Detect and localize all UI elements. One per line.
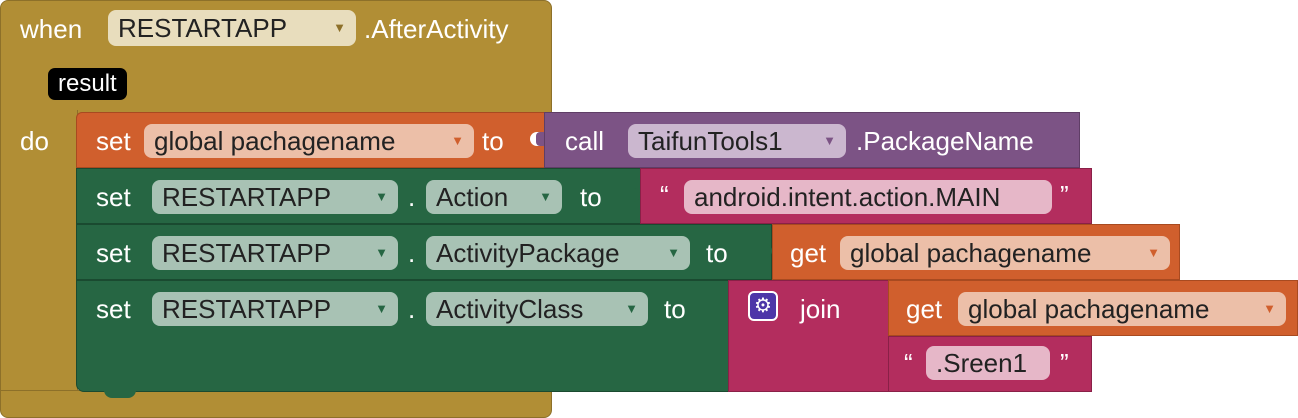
keyword-to: to	[580, 182, 602, 212]
variable-dropdown[interactable]: global pachagename ▼	[840, 236, 1170, 270]
chevron-down-icon: ▼	[375, 301, 388, 316]
chevron-down-icon: ▼	[823, 133, 836, 148]
keyword-to: to	[482, 126, 504, 156]
plug-connector	[536, 132, 544, 146]
dot-separator: .	[408, 238, 416, 268]
property-dropdown-label: ActivityClass	[436, 294, 584, 324]
property-dropdown[interactable]: ActivityPackage ▼	[426, 236, 690, 270]
text-value-field[interactable]: .Sreen1	[926, 346, 1050, 380]
component-dropdown[interactable]: RESTARTAPP ▼	[152, 180, 398, 214]
keyword-set: set	[96, 238, 131, 268]
chevron-down-icon: ▼	[1263, 301, 1276, 316]
keyword-call: call	[565, 126, 605, 156]
event-block-bottom-bar	[0, 390, 552, 418]
text-value: .Sreen1	[936, 348, 1028, 378]
property-dropdown-label: ActivityPackage	[436, 238, 620, 268]
keyword-set: set	[96, 182, 131, 212]
next-statement-connector	[104, 390, 136, 398]
keyword-do: do	[20, 126, 49, 156]
variable-dropdown[interactable]: global pachagename ▼	[958, 292, 1286, 326]
variable-dropdown-label: global pachagename	[850, 238, 1092, 268]
chevron-down-icon: ▼	[1147, 245, 1160, 260]
keyword-when: when	[20, 14, 83, 44]
keyword-set: set	[96, 126, 131, 156]
socket-connector	[874, 300, 888, 314]
property-dropdown[interactable]: ActivityClass ▼	[426, 292, 648, 326]
keyword-set: set	[96, 294, 131, 324]
component-dropdown[interactable]: RESTARTAPP ▼	[152, 236, 398, 270]
component-dropdown-label: RESTARTAPP	[118, 13, 288, 43]
property-dropdown[interactable]: Action ▼	[426, 180, 562, 214]
quote-close: ”	[1060, 180, 1069, 210]
variable-dropdown-label: global pachagename	[968, 294, 1210, 324]
chevron-down-icon: ▼	[375, 189, 388, 204]
call-component-dropdown[interactable]: TaifunTools1 ▼	[628, 124, 846, 158]
chevron-down-icon: ▼	[451, 133, 464, 148]
chevron-down-icon: ▼	[625, 301, 638, 316]
dot-separator: .	[408, 182, 416, 212]
quote-open: “	[904, 348, 913, 378]
chevron-down-icon: ▼	[667, 245, 680, 260]
variable-dropdown[interactable]: global pachagename ▼	[144, 124, 474, 158]
chevron-down-icon: ▼	[375, 245, 388, 260]
text-value-field[interactable]: android.intent.action.MAIN	[684, 180, 1052, 214]
component-dropdown-label: RESTARTAPP	[162, 238, 332, 268]
component-dropdown-label: RESTARTAPP	[162, 294, 332, 324]
quote-close: ”	[1060, 348, 1069, 378]
gear-icon[interactable]: ⚙	[748, 291, 778, 321]
component-dropdown[interactable]: RESTARTAPP ▼	[108, 10, 356, 46]
component-dropdown-label: RESTARTAPP	[162, 182, 332, 212]
dot-separator: .	[408, 294, 416, 324]
chevron-down-icon: ▼	[539, 189, 552, 204]
call-method-name: .PackageName	[856, 126, 1034, 156]
quote-open: “	[660, 180, 669, 210]
variable-dropdown-label: global pachagename	[154, 126, 396, 156]
param-result[interactable]: result	[48, 68, 127, 100]
property-dropdown-label: Action	[436, 182, 509, 212]
chevron-down-icon: ▼	[333, 20, 346, 35]
component-dropdown[interactable]: RESTARTAPP ▼	[152, 292, 398, 326]
event-name: .AfterActivity	[364, 14, 509, 44]
keyword-get: get	[790, 238, 827, 268]
socket-connector	[758, 244, 772, 258]
keyword-to: to	[664, 294, 686, 324]
socket-connector	[874, 356, 888, 370]
socket-connector	[626, 188, 640, 202]
call-component-dropdown-label: TaifunTools1	[638, 126, 783, 156]
event-block-left-rail	[0, 110, 78, 392]
keyword-get: get	[906, 294, 943, 324]
text-value: android.intent.action.MAIN	[694, 182, 1001, 212]
keyword-join: join	[800, 294, 841, 324]
socket-connector	[714, 300, 728, 314]
keyword-to: to	[706, 238, 728, 268]
